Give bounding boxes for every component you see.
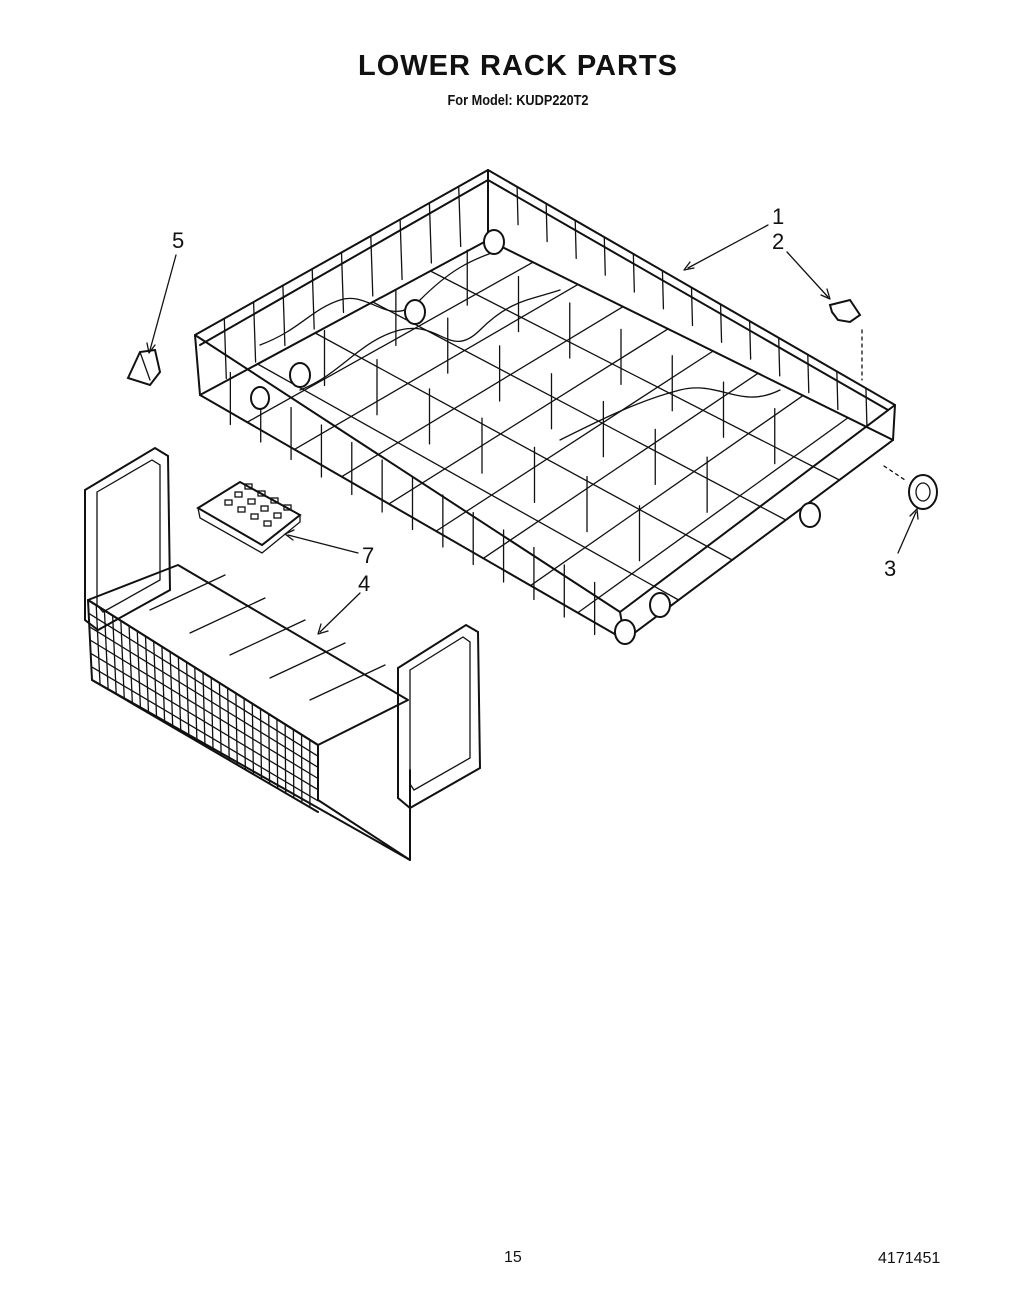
basket-cover-part-7 xyxy=(196,480,302,554)
leader-line-3 xyxy=(897,511,917,554)
callout-7: 7 xyxy=(362,543,375,568)
page-title: LOWER RACK PARTS xyxy=(358,50,678,82)
rack-clip-part-2 xyxy=(828,298,863,381)
leader-line-4 xyxy=(319,592,361,633)
callout-2: 2 xyxy=(772,229,785,254)
callout-1: 1 xyxy=(772,204,785,229)
leader-line-5 xyxy=(149,254,177,351)
bracket-part-5 xyxy=(126,348,162,387)
model-subtitle: For Model: KUDP220T2 xyxy=(447,92,589,109)
leader-line-2 xyxy=(786,251,829,298)
callout-4: 4 xyxy=(358,571,371,596)
lower-rack-drawing xyxy=(194,169,896,645)
silverware-basket-part-4 xyxy=(84,446,482,861)
callout-5: 5 xyxy=(172,228,185,253)
document-number: 4171451 xyxy=(878,1250,941,1267)
leader-line-1 xyxy=(687,224,769,269)
callout-3: 3 xyxy=(884,556,897,581)
rack-wheel-part-3 xyxy=(883,465,938,510)
leader-line-7 xyxy=(287,534,359,554)
leader-lines xyxy=(146,224,919,635)
page-number: 15 xyxy=(504,1249,522,1266)
